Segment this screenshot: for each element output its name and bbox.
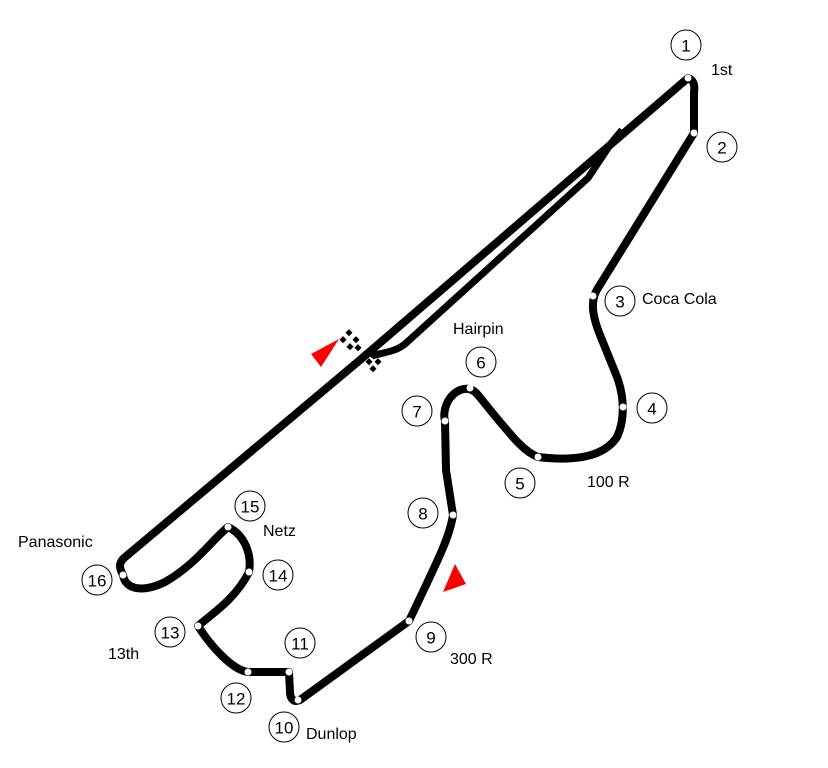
corner-number: 9 [426, 629, 435, 648]
corner-number: 5 [515, 475, 524, 494]
corner-4-badge: 4 [636, 392, 668, 424]
corner-number-circle [268, 711, 300, 743]
corner-6-badge: 6 [465, 346, 497, 378]
corner-name-label: Coca Cola [642, 291, 717, 308]
corner-marker-dot [119, 571, 127, 579]
corner-number-circle [234, 490, 266, 522]
corner-number-circle [407, 497, 439, 529]
corner-marker-dot [684, 74, 692, 82]
corner-marker-dot [245, 568, 253, 576]
corner-number-circle [465, 346, 497, 378]
corner-1-badge: 1 [670, 29, 702, 61]
corner-number: 6 [476, 354, 485, 373]
corner-number-circle [154, 616, 186, 648]
corner-5-badge: 5 [504, 467, 536, 499]
corner-markers [119, 74, 698, 704]
corner-12-badge: 12 [220, 682, 252, 714]
corner-number: 8 [418, 505, 427, 524]
corner-number: 15 [241, 498, 260, 517]
corner-marker-dot [619, 403, 627, 411]
corner-marker-dot [589, 292, 597, 300]
corner-number-circle [504, 467, 536, 499]
corner-number-circle [604, 285, 636, 317]
corner-14-badge: 14 [262, 559, 294, 591]
corner-number: 7 [412, 403, 421, 422]
corner-number-circle [401, 395, 433, 427]
corner-number: 4 [647, 400, 656, 419]
track [116, 74, 699, 705]
corner-number-circle [81, 564, 113, 596]
corner-number: 11 [291, 635, 309, 654]
corner-marker-dot [534, 453, 542, 461]
corner-marker-dot [194, 622, 202, 630]
pit-lane [370, 127, 625, 360]
corner-number: 16 [88, 572, 107, 591]
corner-name-label: Netz [263, 523, 296, 540]
corner-number: 10 [275, 719, 294, 738]
corner-marker-dot [244, 668, 252, 676]
direction-arrow-back [443, 564, 466, 592]
corner-number: 12 [227, 690, 246, 709]
corner-marker-dot [690, 129, 698, 137]
corner-3-badge: 3 [604, 285, 636, 317]
corner-number-circle [670, 29, 702, 61]
corner-number-circle [706, 131, 738, 163]
corner-name-label: 100 R [587, 474, 630, 491]
corner-number-circle [636, 392, 668, 424]
corner-15-badge: 15 [234, 490, 266, 522]
corner-number: 14 [269, 567, 288, 586]
corner-number-circle [284, 627, 316, 659]
corner-marker-dot [466, 384, 474, 392]
corner-number: 1 [681, 37, 690, 56]
corner-name-label: Hairpin [453, 321, 504, 338]
corner-marker-dot [285, 668, 293, 676]
corner-number-circle [262, 559, 294, 591]
direction-arrow-start [311, 339, 339, 367]
corner-7-badge: 7 [401, 395, 433, 427]
corner-name-label: Panasonic [18, 534, 93, 551]
corner-13-badge: 13 [154, 616, 186, 648]
corner-number-circle [415, 621, 447, 653]
checkered-flag [339, 329, 382, 373]
corner-number: 13 [161, 624, 180, 643]
corner-marker-dot [224, 523, 232, 531]
corner-marker-dot [405, 617, 413, 625]
corner-name-label: 300 R [450, 651, 493, 668]
corner-8-badge: 8 [407, 497, 439, 529]
corner-number: 3 [615, 293, 624, 312]
corner-number: 2 [717, 139, 726, 158]
corner-marker-dot [294, 696, 302, 704]
corner-number-circle [220, 682, 252, 714]
corner-name-label: 13th [108, 646, 139, 663]
corner-marker-dot [449, 511, 457, 519]
corner-16-badge: 16 [81, 564, 113, 596]
corner-2-badge: 2 [706, 131, 738, 163]
corner-name-label: Dunlop [306, 726, 357, 743]
corner-name-label: 1st [711, 62, 733, 79]
corner-11-badge: 11 [284, 627, 316, 659]
corner-10-badge: 10 [268, 711, 300, 743]
corner-9-badge: 9 [415, 621, 447, 653]
corner-marker-dot [441, 417, 449, 425]
